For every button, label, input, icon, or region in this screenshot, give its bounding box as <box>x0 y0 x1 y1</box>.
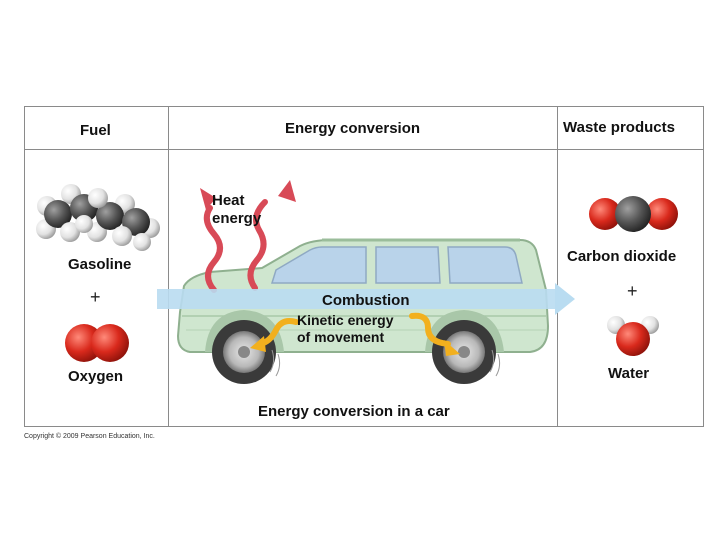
carbon-dioxide-molecule-icon <box>589 196 678 232</box>
heat-arrowhead-right-icon <box>278 180 296 202</box>
waste-plus-sign: + <box>627 281 638 301</box>
kinetic-energy-label: Kinetic energy of movement <box>297 312 393 346</box>
table-frame <box>24 106 704 427</box>
fuel-plus-sign: + <box>90 287 101 307</box>
combustion-arrow-icon <box>157 283 575 315</box>
heat-energy-arrows-icon <box>203 199 268 293</box>
header-energy-conversion: Energy conversion <box>285 120 421 137</box>
kinetic-arrowhead-right-icon <box>444 340 460 356</box>
column-divider-right <box>557 106 558 427</box>
kinetic-arrowhead-left-icon <box>250 336 266 352</box>
header-waste-products: Waste products <box>563 119 675 136</box>
diagram-caption: Energy conversion in a car <box>258 403 450 420</box>
water-label: Water <box>608 365 650 382</box>
gasoline-molecule-icon <box>36 184 160 251</box>
carbon-dioxide-label: Carbon dioxide <box>567 248 677 265</box>
combustion-label: Combustion <box>322 292 410 309</box>
oxygen-molecule-icon <box>65 324 129 362</box>
kinetic-energy-line1: Kinetic energy <box>297 312 394 328</box>
gasoline-label: Gasoline <box>68 256 132 273</box>
header-divider <box>24 149 704 150</box>
heat-energy-label: Heat energy <box>212 192 261 228</box>
heat-arrowhead-left-icon <box>200 188 216 210</box>
kinetic-energy-line2: of movement <box>297 329 385 345</box>
kinetic-energy-arrows-icon <box>257 312 451 347</box>
header-fuel: Fuel <box>80 122 111 139</box>
oxygen-label: Oxygen <box>68 368 124 385</box>
copyright-notice: Copyright © 2009 Pearson Education, Inc. <box>24 433 155 440</box>
heat-energy-line2: energy <box>212 210 262 227</box>
heat-energy-line1: Heat <box>212 192 245 209</box>
car-icon <box>176 238 550 384</box>
column-divider-left <box>168 106 169 427</box>
water-molecule-icon <box>607 316 659 356</box>
